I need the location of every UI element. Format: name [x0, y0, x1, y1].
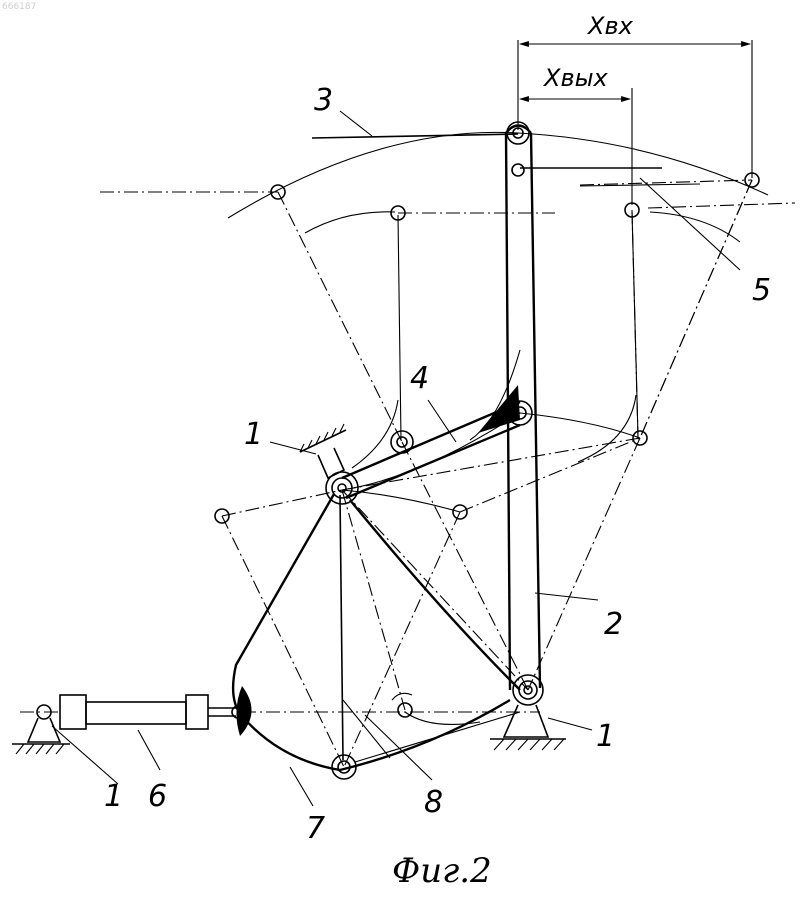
label-6: 6 — [148, 779, 167, 814]
dimension-x-out — [520, 88, 632, 205]
label-1-top: 1 — [244, 417, 263, 452]
element-7-lever — [233, 494, 520, 770]
rod-left-vertical — [398, 215, 401, 440]
corner-code: 666187 — [2, 2, 36, 12]
arc-right-lower — [578, 395, 636, 462]
element-4-link — [342, 385, 520, 498]
dimension-x-out-label: Xвых — [542, 64, 609, 92]
label-7: 7 — [306, 811, 325, 846]
label-5: 5 — [752, 273, 771, 308]
figure-caption: Фиг.2 — [392, 851, 492, 891]
trajectory-arcs — [228, 132, 768, 512]
support-left — [12, 718, 70, 754]
dimension-x-in-label: Xвх — [586, 12, 634, 40]
element-8-rod-b — [355, 712, 520, 762]
element-8-rod — [340, 495, 343, 760]
label-8: 8 — [424, 785, 443, 820]
construction-lines — [20, 180, 795, 767]
label-3: 3 — [314, 83, 333, 118]
label-1-right: 1 — [596, 719, 615, 754]
dimension-x-in — [518, 40, 752, 178]
joints — [37, 122, 759, 779]
element-3-line — [312, 134, 518, 138]
label-1-left: 1 — [104, 779, 123, 814]
element-6-cylinder — [60, 695, 236, 729]
element-8-link — [343, 700, 390, 758]
label-4: 4 — [410, 361, 429, 396]
support-top — [300, 424, 346, 478]
label-2: 2 — [604, 607, 623, 642]
